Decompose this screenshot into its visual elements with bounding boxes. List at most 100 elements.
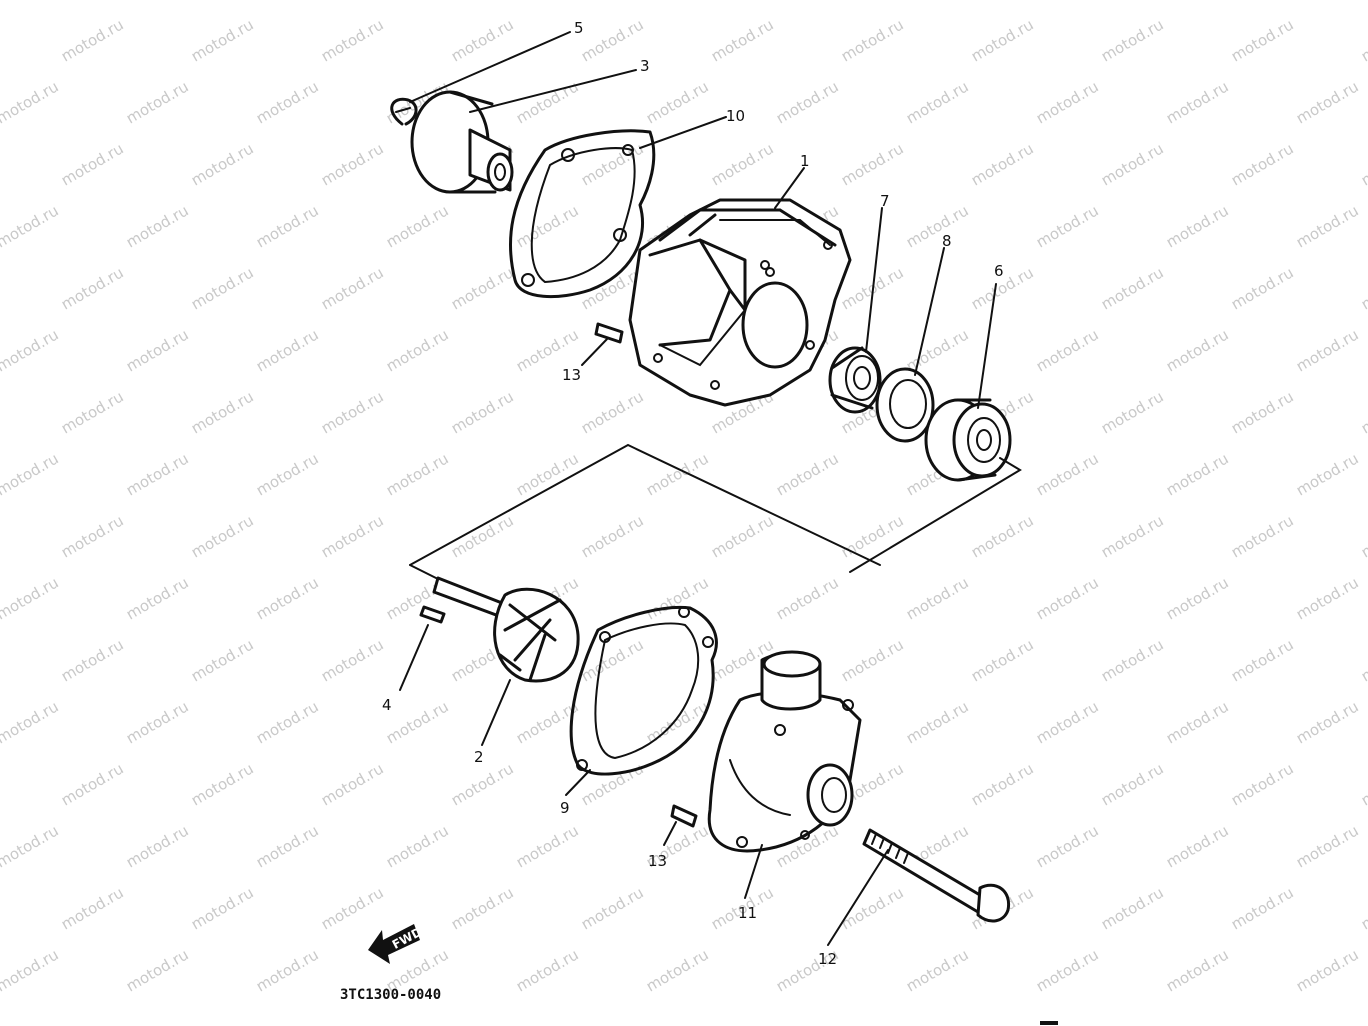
- watermark-text: motod.ru: [1228, 387, 1297, 437]
- housing-part-1: [628, 198, 852, 407]
- watermark-text: motod.ru: [1293, 77, 1362, 127]
- watermark-text: motod.ru: [1293, 697, 1362, 747]
- watermark-text: motod.ru: [968, 139, 1037, 189]
- watermark-text: motod.ru: [58, 387, 127, 437]
- watermark-text: motod.ru: [1163, 945, 1232, 995]
- watermark-text: motod.ru: [1098, 15, 1167, 65]
- watermark-text: motod.ru: [383, 0, 452, 3]
- watermark-text: motod.ru: [708, 139, 777, 189]
- watermark-text: motod.ru: [513, 945, 582, 995]
- watermark-text: motod.ru: [773, 573, 842, 623]
- watermark-text: motod.ru: [1033, 449, 1102, 499]
- watermark-text: motod.ru: [448, 511, 517, 561]
- watermark-text: motod.ru: [318, 635, 387, 685]
- watermark-text: motod.ru: [188, 139, 257, 189]
- watermark-text: motod.ru: [838, 511, 907, 561]
- watermark-text: motod.ru: [1033, 697, 1102, 747]
- callout-1: 1: [800, 152, 810, 170]
- callout-5: 5: [574, 19, 584, 37]
- watermark-text: motod.ru: [0, 325, 62, 375]
- watermark-text: motod.ru: [123, 0, 192, 3]
- watermark-text: motod.ru: [253, 573, 322, 623]
- watermark-text: motod.ru: [1098, 387, 1167, 437]
- corner-mark: [1040, 1021, 1058, 1025]
- watermark-text: motod.ru: [1293, 821, 1362, 871]
- watermark-text: motod.ru: [1163, 201, 1232, 251]
- callout-9: 9: [560, 799, 570, 817]
- callout-6: 6: [994, 262, 1004, 280]
- watermark-text: motod.ru: [1163, 697, 1232, 747]
- callout-7: 7: [880, 192, 890, 210]
- watermark-text: motod.ru: [838, 139, 907, 189]
- watermark-text: motod.ru: [838, 635, 907, 685]
- watermark-text: motod.ru: [1098, 263, 1167, 313]
- watermark-text: motod.ru: [903, 697, 972, 747]
- watermark-text: motod.ru: [123, 325, 192, 375]
- watermark-text: motod.ru: [383, 821, 452, 871]
- watermark-text: motod.ru: [1228, 139, 1297, 189]
- watermark-text: motod.ru: [188, 511, 257, 561]
- watermark-text: motod.ru: [1293, 945, 1362, 995]
- watermark-text: motod.ru: [0, 697, 62, 747]
- watermark-text: motod.ru: [58, 15, 127, 65]
- dowel-pin-part-13-lower: [670, 804, 698, 828]
- watermark-text: motod.ru: [58, 139, 127, 189]
- watermark-text: motod.ru: [188, 635, 257, 685]
- watermark-text: motod.ru: [318, 883, 387, 933]
- watermark-text: motod.ru: [643, 0, 712, 3]
- impeller-part-2: [432, 576, 580, 683]
- bolt-part-12: [862, 828, 1011, 923]
- seal-part-8: [875, 367, 935, 443]
- watermark-text: motod.ru: [318, 387, 387, 437]
- watermark-text: motod.ru: [318, 759, 387, 809]
- watermark-text: motod.ru: [123, 77, 192, 127]
- watermark-text: motod.ru: [578, 635, 647, 685]
- watermark-text: motod.ru: [1358, 139, 1368, 189]
- callout-3: 3: [640, 57, 650, 75]
- watermark-text: motod.ru: [1293, 325, 1362, 375]
- watermark-text: motod.ru: [123, 449, 192, 499]
- watermark-text: motod.ru: [513, 0, 582, 3]
- watermark-text: motod.ru: [58, 511, 127, 561]
- watermark-text: motod.ru: [1358, 759, 1368, 809]
- watermark-text: motod.ru: [578, 511, 647, 561]
- watermark-text: motod.ru: [1033, 77, 1102, 127]
- watermark-text: motod.ru: [1228, 511, 1297, 561]
- callout-13-upper: 13: [562, 366, 581, 384]
- watermark-text: motod.ru: [903, 325, 972, 375]
- watermark-text: motod.ru: [123, 821, 192, 871]
- watermark-text: motod.ru: [578, 15, 647, 65]
- watermark-text: motod.ru: [58, 759, 127, 809]
- watermark-text: motod.ru: [1358, 387, 1368, 437]
- callout-12: 12: [818, 950, 837, 968]
- watermark-text: motod.ru: [1163, 0, 1232, 3]
- watermark-text: motod.ru: [578, 759, 647, 809]
- gear-part-3: [410, 90, 514, 194]
- watermark-text: motod.ru: [1358, 263, 1368, 313]
- callout-11: 11: [738, 904, 757, 922]
- watermark-text: motod.ru: [1098, 511, 1167, 561]
- watermark-text: motod.ru: [1098, 759, 1167, 809]
- watermark-text: motod.ru: [58, 883, 127, 933]
- dowel-pin-part-13-upper: [594, 322, 624, 344]
- watermark-text: motod.ru: [1163, 821, 1232, 871]
- callout-2: 2: [474, 748, 484, 766]
- watermark-text: motod.ru: [1358, 883, 1368, 933]
- watermark-text: motod.ru: [253, 449, 322, 499]
- watermark-text: motod.ru: [1228, 635, 1297, 685]
- watermark-text: motod.ru: [773, 77, 842, 127]
- watermark-text: motod.ru: [513, 77, 582, 127]
- watermark-text: motod.ru: [253, 0, 322, 3]
- oil-seal-part-6: [924, 398, 1012, 482]
- watermark-text: motod.ru: [1033, 573, 1102, 623]
- watermark-text: motod.ru: [253, 325, 322, 375]
- watermark-text: motod.ru: [1293, 449, 1362, 499]
- watermark-text: motod.ru: [513, 449, 582, 499]
- watermark-text: motod.ru: [253, 77, 322, 127]
- watermark-text: motod.ru: [578, 387, 647, 437]
- gasket-part-10: [509, 129, 656, 299]
- watermark-text: motod.ru: [253, 821, 322, 871]
- watermark-text: motod.ru: [58, 263, 127, 313]
- watermark-text: motod.ru: [188, 263, 257, 313]
- watermark-text: motod.ru: [513, 201, 582, 251]
